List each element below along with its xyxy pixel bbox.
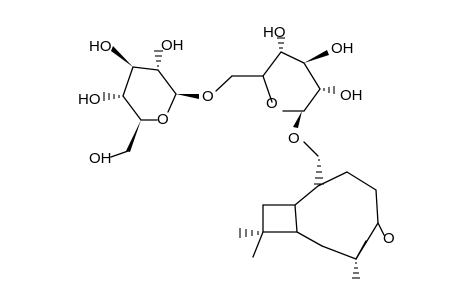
wedge-bond	[111, 46, 133, 67]
wedge-bond	[304, 50, 329, 63]
aglycone-skeleton	[239, 159, 385, 279]
wedge-bond	[176, 94, 199, 99]
hashed-bond	[277, 37, 285, 49]
glycosidic-oxygen-label: O	[202, 88, 214, 105]
atom-labels: HO OH HO O OH O HO OH OH O O O	[78, 24, 395, 247]
right-sugar-substituents	[277, 37, 335, 157]
wedge-bond	[293, 111, 302, 128]
wedge-bond	[126, 120, 141, 152]
hashed-bond	[239, 228, 259, 238]
left-sugar-ring	[122, 66, 177, 121]
atom-label-oh: OH	[340, 87, 363, 104]
atom-label-ho: HO	[78, 91, 101, 108]
atom-label-ho: HO	[263, 24, 286, 41]
ring-oxygen-label: O	[266, 95, 278, 112]
atom-label-ho: HO	[89, 38, 112, 55]
left-sugar-substituents	[103, 46, 199, 158]
atom-label-oh: OH	[331, 40, 354, 57]
epoxide-oxygen-label: O	[383, 230, 395, 247]
hashed-bond	[352, 262, 360, 279]
hashed-bond	[323, 86, 335, 94]
hashed-bond	[154, 50, 163, 67]
hashed-bond	[103, 92, 120, 101]
right-sugar-ring	[262, 51, 321, 112]
glycosidic-oxygen-label: O	[288, 130, 300, 147]
atom-label-oh: OH	[161, 37, 184, 54]
hashed-bond	[314, 159, 324, 185]
atom-label-oh: OH	[89, 150, 112, 167]
ring-oxygen-label: O	[157, 111, 169, 128]
glycosidic-linkage	[215, 75, 264, 92]
